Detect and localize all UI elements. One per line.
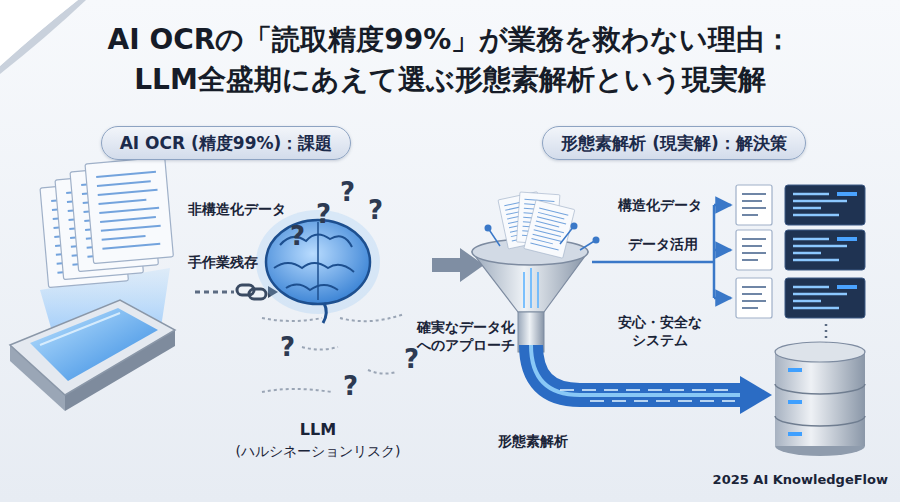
data-pipe-part: [531, 345, 742, 395]
funnel-part: [524, 200, 575, 258]
caption-label: 確実なデータ化 へのアプローチ: [417, 318, 529, 354]
brain-part: [286, 284, 338, 290]
funnel-part: [485, 225, 492, 232]
page-curl: [0, 0, 86, 74]
distribution-arrows-part: [714, 249, 731, 252]
caption-label: データ活用: [628, 235, 698, 253]
brain-part: [274, 263, 354, 272]
scattered-fragments-part: [302, 347, 338, 350]
brain-part: [323, 303, 326, 323]
structured-documents: [736, 185, 772, 318]
chain-arrow-part: [195, 291, 234, 294]
question-mark: ?: [368, 194, 383, 228]
header-text: AI OCR (精度99%)：課題: [120, 132, 333, 154]
data-screens-part: [785, 185, 865, 225]
caption-label: 非構造化データ: [188, 200, 286, 218]
data-screens: [785, 185, 865, 318]
caption-label: 構造化データ: [618, 196, 702, 214]
scanner-part: [10, 300, 175, 395]
data-pipe-part: [560, 390, 735, 401]
caption-label: 2025 AI KnowledgeFlow: [713, 472, 888, 489]
caption-label: 手作業残存: [188, 253, 258, 271]
scattered-fragments-part: [262, 389, 332, 392]
data-pipe: [531, 345, 772, 414]
question-mark: ?: [280, 331, 295, 365]
question-mark: ?: [316, 198, 331, 232]
header-text: 形態素解析 (現実解)：解決策: [561, 132, 786, 154]
header-pill: AI OCR (精度99%)：課題: [101, 126, 352, 160]
database-part: [775, 352, 865, 446]
structured-documents-part: [736, 278, 772, 318]
question-mark: ?: [340, 176, 355, 210]
question-mark: ?: [404, 343, 419, 377]
funnel-part: [593, 237, 600, 244]
database-part: [775, 342, 865, 362]
data-pipe-part: [531, 345, 742, 395]
distribution-arrows-part: [714, 204, 731, 207]
scanner-part: [30, 308, 158, 381]
data-pipe-part: [740, 376, 772, 414]
structured-documents-part: [736, 230, 772, 270]
database: [775, 342, 865, 456]
structured-documents-part: [736, 185, 772, 225]
database-part: [775, 384, 865, 426]
distribution-arrows-part: [592, 261, 714, 264]
title: AI OCRの「読取精度99%」が業務を救わない理由： LLM全盛期にあえて選ぶ…: [50, 20, 850, 100]
data-screens-part: [785, 278, 865, 318]
database-part: [788, 432, 802, 436]
scattered-fragments-part: [262, 318, 322, 321]
brain-part: [317, 222, 319, 300]
caption-label: 形態素解析: [498, 432, 568, 450]
scanner: [10, 300, 175, 411]
database-part: [788, 368, 802, 372]
header-pill: 形態素解析 (現実解)：解決策: [542, 126, 805, 160]
page-curl-part: [0, 0, 86, 74]
scattered-fragments-part: [340, 314, 404, 321]
question-mark: ?: [290, 220, 305, 254]
database-part: [775, 352, 865, 446]
distribution-arrows-part: [713, 205, 716, 298]
scattered-fragments: [262, 314, 404, 392]
scattered-fragments-part: [368, 370, 396, 374]
question-mark: ?: [343, 370, 358, 404]
dotted-link: [825, 324, 828, 344]
database-part: [788, 400, 802, 404]
caption-label: (ハルシネーションリスク): [236, 442, 401, 460]
funnel-part: [571, 223, 578, 230]
scanner-part: [40, 313, 120, 345]
chain-arrow-part: [249, 289, 266, 299]
funnel-part: [524, 268, 538, 308]
brain-part: [266, 220, 370, 304]
document-stack-part: [85, 157, 173, 264]
distribution-arrows: [592, 205, 731, 298]
caption-label: 安心・安全な システム: [598, 313, 722, 349]
caption-label: LLM: [300, 420, 336, 441]
data-screens-part: [785, 230, 865, 270]
page-curl-part: [0, 0, 78, 66]
distribution-arrows-part: [714, 297, 731, 300]
funnel-part: [488, 226, 596, 250]
